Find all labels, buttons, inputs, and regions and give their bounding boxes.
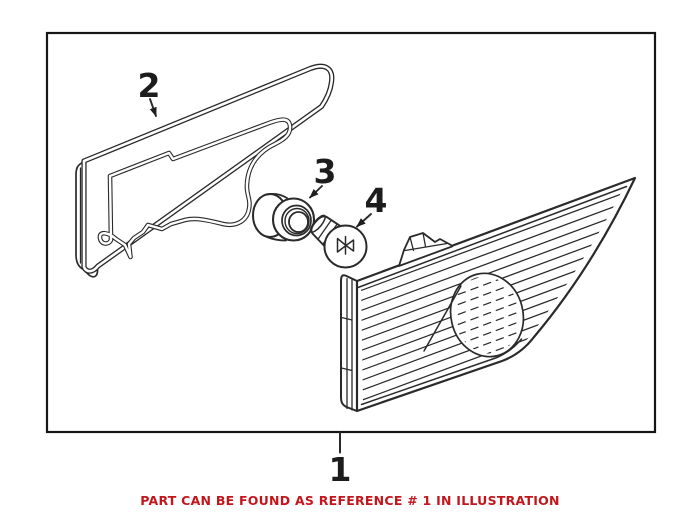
gasket-part <box>75 63 335 278</box>
callout-1: 1 <box>329 450 352 489</box>
callout-2: 2 <box>138 66 161 105</box>
bulb-filament <box>336 235 355 255</box>
callout-3: 3 <box>314 152 337 191</box>
bulb-part <box>309 214 368 269</box>
callout-4: 4 <box>365 181 388 220</box>
callout-4-arrow <box>356 213 372 228</box>
callout-2-arrow <box>149 98 157 117</box>
reference-caption: PART CAN BE FOUND AS REFERENCE # 1 IN IL… <box>140 493 560 508</box>
callout-3-arrow <box>309 185 323 199</box>
lens-mount-tab <box>398 232 453 267</box>
lens-outline <box>355 176 637 413</box>
bulb-socket-part <box>252 192 316 242</box>
lens-circle-detail <box>449 272 525 358</box>
